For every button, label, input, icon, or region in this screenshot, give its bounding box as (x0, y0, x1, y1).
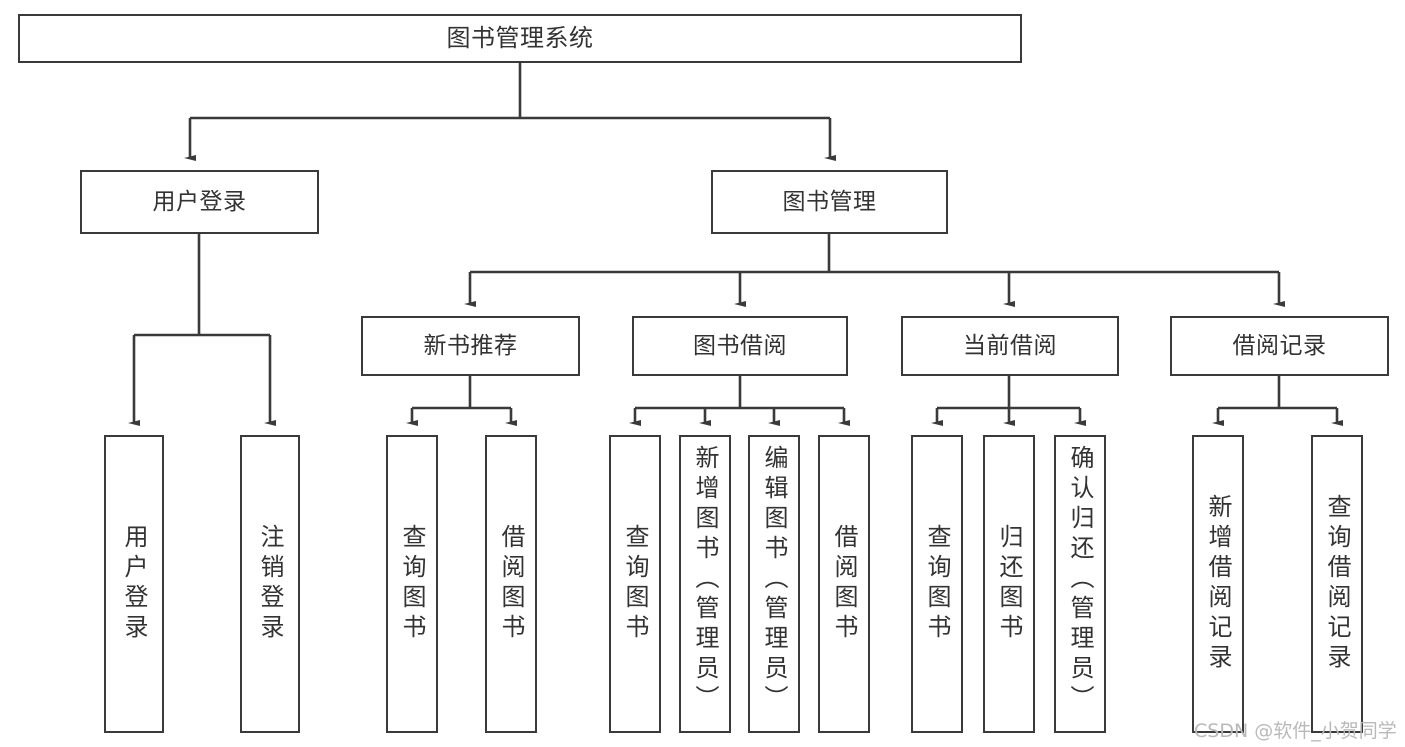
node-leaf-add-borrow-record[interactable]: 新增借阅记录 (1192, 435, 1244, 733)
node-leaf-add-book[interactable]: 新增图书（管理员） (679, 435, 731, 733)
node-label: 借阅图书 (497, 524, 525, 644)
node-leaf-query-book-borrow[interactable]: 查询图书 (609, 435, 661, 733)
node-label: 用户登录 (120, 524, 148, 644)
node-label: 图书管理系统 (446, 23, 594, 52)
node-label: 编辑图书（管理员） (760, 445, 788, 715)
node-leaf-query-book-recommend[interactable]: 查询图书 (386, 435, 438, 733)
node-label: 归还图书 (995, 524, 1023, 644)
node-leaf-query-borrow-record[interactable]: 查询借阅记录 (1311, 435, 1363, 733)
node-label: 查询图书 (621, 524, 649, 644)
node-label: 查询借阅记录 (1323, 494, 1351, 674)
node-label: 当前借阅 (963, 332, 1057, 359)
node-label: 确认归还（管理员） (1066, 445, 1094, 715)
node-label: 图书借阅 (693, 332, 787, 359)
node-root-book-management-system[interactable]: 图书管理系统 (18, 14, 1022, 63)
node-leaf-user-logout[interactable]: 注销登录 (240, 435, 300, 733)
node-label: 借阅记录 (1232, 332, 1327, 359)
node-label: 新增图书（管理员） (691, 445, 719, 715)
node-label: 查询图书 (923, 524, 951, 644)
node-book-management[interactable]: 图书管理 (711, 170, 948, 234)
node-user-login[interactable]: 用户登录 (80, 170, 319, 234)
node-label: 借阅图书 (830, 524, 858, 644)
node-leaf-confirm-return[interactable]: 确认归还（管理员） (1054, 435, 1106, 733)
node-leaf-return-book[interactable]: 归还图书 (983, 435, 1035, 733)
node-leaf-query-book-current[interactable]: 查询图书 (911, 435, 963, 733)
node-label: 注销登录 (256, 524, 284, 644)
csdn-watermark: CSDN @软件_小贺同学 (1194, 720, 1397, 742)
node-leaf-borrow-book[interactable]: 借阅图书 (818, 435, 870, 733)
node-leaf-edit-book[interactable]: 编辑图书（管理员） (748, 435, 800, 733)
node-new-book-recommend[interactable]: 新书推荐 (361, 316, 580, 376)
node-borrow-record[interactable]: 借阅记录 (1170, 316, 1389, 376)
node-leaf-borrow-book-recommend[interactable]: 借阅图书 (485, 435, 537, 733)
node-book-borrow[interactable]: 图书借阅 (632, 316, 848, 376)
node-label: 新书推荐 (423, 332, 518, 359)
node-leaf-user-login[interactable]: 用户登录 (104, 435, 164, 733)
node-label: 用户登录 (152, 188, 247, 215)
node-label: 查询图书 (398, 524, 426, 644)
node-label: 新增借阅记录 (1204, 494, 1232, 674)
node-current-borrow[interactable]: 当前借阅 (901, 316, 1119, 376)
node-label: 图书管理 (782, 188, 877, 215)
